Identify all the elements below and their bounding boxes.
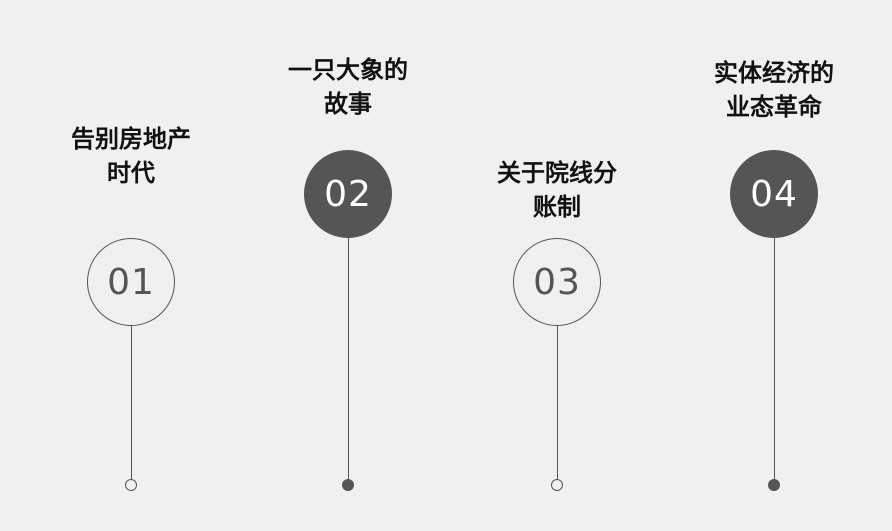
item-title-line1: 一只大象的: [288, 56, 408, 84]
end-dot: [125, 479, 137, 491]
item-number: 01: [107, 261, 155, 303]
item-title: 实体经济的 业态革命: [684, 56, 864, 124]
item-title-line2: 账制: [533, 193, 581, 221]
item-title: 一只大象的 故事: [258, 53, 438, 121]
timeline-item-02: 一只大象的 故事 02: [258, 0, 438, 531]
connector-line: [347, 238, 349, 480]
number-circle: 03: [513, 238, 601, 326]
end-dot: [551, 479, 563, 491]
item-number: 04: [750, 173, 798, 215]
number-circle: 02: [304, 150, 392, 238]
end-dot: [342, 479, 354, 491]
connector-line: [556, 326, 558, 480]
item-title-line2: 业态革命: [726, 93, 822, 121]
item-title: 关于院线分 账制: [467, 156, 647, 224]
connector-line: [130, 326, 132, 480]
end-dot: [768, 479, 780, 491]
item-number: 02: [324, 173, 372, 215]
timeline-item-04: 实体经济的 业态革命 04: [684, 0, 864, 531]
item-title: 告别房地产 时代: [41, 122, 221, 190]
item-title-line2: 故事: [324, 90, 372, 118]
connector-line: [773, 238, 775, 480]
number-circle: 01: [87, 238, 175, 326]
number-circle: 04: [730, 150, 818, 238]
item-number: 03: [533, 261, 581, 303]
item-title-line2: 时代: [107, 159, 155, 187]
item-title-line1: 告别房地产: [71, 125, 191, 153]
item-title-line1: 关于院线分: [497, 159, 617, 187]
timeline-item-03: 关于院线分 账制 03: [467, 0, 647, 531]
timeline-item-01: 告别房地产 时代 01: [41, 0, 221, 531]
item-title-line1: 实体经济的: [714, 59, 834, 87]
